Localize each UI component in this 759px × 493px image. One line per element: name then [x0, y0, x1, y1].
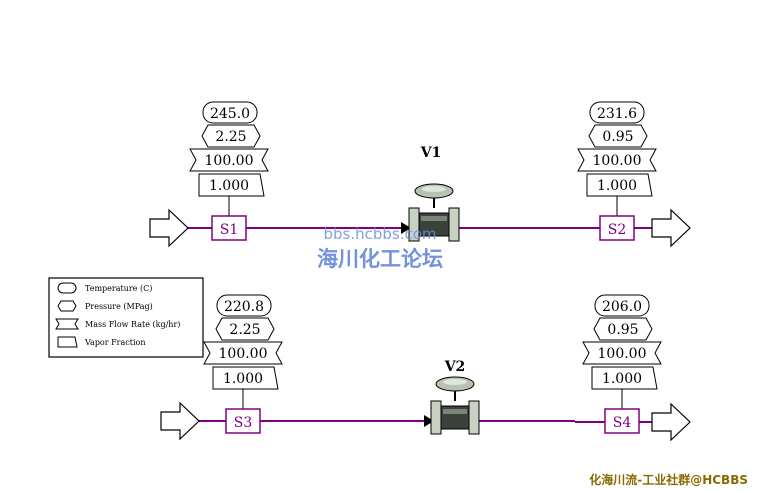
- legend-mass-flow-label: Mass Flow Rate (kg/hr): [85, 320, 180, 329]
- legend-vapor-fraction-icon: [57, 336, 78, 348]
- temperature-tag-s1: [202, 101, 258, 124]
- valve-name-v1: V1: [420, 145, 442, 161]
- pressure-value-s4: 0.95: [607, 322, 638, 338]
- pressure-tag-s4: [593, 317, 653, 341]
- valve-v1[interactable]: V1: [408, 145, 460, 242]
- stream-name-s4: S4: [613, 415, 632, 431]
- vapor-fraction-tag-s4: [591, 366, 658, 390]
- feed-arrow-s3-icon[interactable]: [160, 401, 200, 441]
- watermark-url: bbs.hcbbs.com: [323, 225, 436, 243]
- stream-label-s4[interactable]: S4: [604, 408, 640, 434]
- stream-name-s2: S2: [608, 222, 627, 238]
- stream-label-s1[interactable]: S1: [211, 215, 247, 241]
- vapor-fraction-tag-s2: [586, 173, 653, 197]
- watermark-cn: 海川化工论坛: [317, 247, 443, 271]
- valve-icon: [408, 183, 460, 242]
- data-tag-stack-s1[interactable]: 245.0 2.25 100.00 1.000: [189, 101, 269, 197]
- vapor-fraction-value-s4: 1.000: [602, 371, 642, 387]
- temperature-tag-s3: [216, 294, 272, 317]
- stream-name-s1: S1: [220, 222, 239, 238]
- valve-name-v2: V2: [444, 359, 466, 375]
- data-tag-stack-s4[interactable]: 206.0 0.95 100.00 1.000: [582, 294, 662, 390]
- mass-flow-value-s2: 100.00: [593, 153, 642, 169]
- temperature-value-s4: 206.0: [602, 299, 642, 315]
- temperature-tag-s2: [589, 101, 645, 124]
- mass-flow-tag-s2: [577, 148, 657, 172]
- stream-arrow-s3: [424, 415, 434, 427]
- valve-v2[interactable]: V2: [430, 359, 480, 435]
- legend-mass-flow-icon: [55, 318, 79, 330]
- legend: Temperature (C) Pressure (MPag) Mass Flo…: [48, 277, 204, 358]
- temperature-value-s3: 220.8: [224, 299, 264, 315]
- mass-flow-value-s3: 100.00: [219, 346, 268, 362]
- mass-flow-tag-s4: [582, 341, 662, 365]
- legend-pressure-icon: [57, 300, 77, 312]
- legend-vapor-fraction-label: Vapor Fraction: [84, 338, 145, 347]
- mass-flow-tag-s1: [189, 148, 269, 172]
- temperature-value-s2: 231.6: [597, 106, 637, 122]
- vapor-fraction-value-s1: 1.000: [209, 178, 249, 194]
- pressure-tag-s1: [201, 124, 261, 148]
- pressure-value-s1: 2.25: [215, 129, 246, 145]
- temperature-value-s1: 245.0: [210, 106, 250, 122]
- feed-arrow-s1-icon[interactable]: [149, 208, 189, 248]
- mass-flow-value-s1: 100.00: [205, 153, 254, 169]
- stream-label-s2[interactable]: S2: [599, 215, 635, 241]
- legend-temperature-icon: [57, 282, 77, 294]
- stream-label-s3[interactable]: S3: [225, 408, 261, 434]
- vapor-fraction-value-s2: 1.000: [597, 178, 637, 194]
- mass-flow-value-s4: 100.00: [598, 346, 647, 362]
- vapor-fraction-tag-s1: [198, 173, 265, 197]
- stream-arrow-s1: [401, 222, 411, 234]
- product-arrow-s2-icon[interactable]: [651, 208, 691, 248]
- footer-text: 化海川流-工业社群@HCBBS: [589, 472, 748, 487]
- stream-name-s3: S3: [234, 415, 253, 431]
- data-tag-stack-s2[interactable]: 231.6 0.95 100.00 1.000: [577, 101, 657, 197]
- pressure-value-s2: 0.95: [602, 129, 633, 145]
- pressure-tag-s3: [215, 317, 275, 341]
- vapor-fraction-tag-s3: [212, 366, 279, 390]
- pressure-value-s3: 2.25: [229, 322, 260, 338]
- legend-temperature-label: Temperature (C): [85, 284, 152, 293]
- temperature-tag-s4: [594, 294, 650, 317]
- data-tag-stack-s3[interactable]: 220.8 2.25 100.00 1.000: [203, 294, 283, 390]
- legend-pressure-label: Pressure (MPag): [85, 302, 153, 311]
- valve-icon: [430, 376, 480, 435]
- pressure-tag-s2: [588, 124, 648, 148]
- vapor-fraction-value-s3: 1.000: [223, 371, 263, 387]
- product-arrow-s4-icon[interactable]: [651, 402, 691, 442]
- mass-flow-tag-s3: [203, 341, 283, 365]
